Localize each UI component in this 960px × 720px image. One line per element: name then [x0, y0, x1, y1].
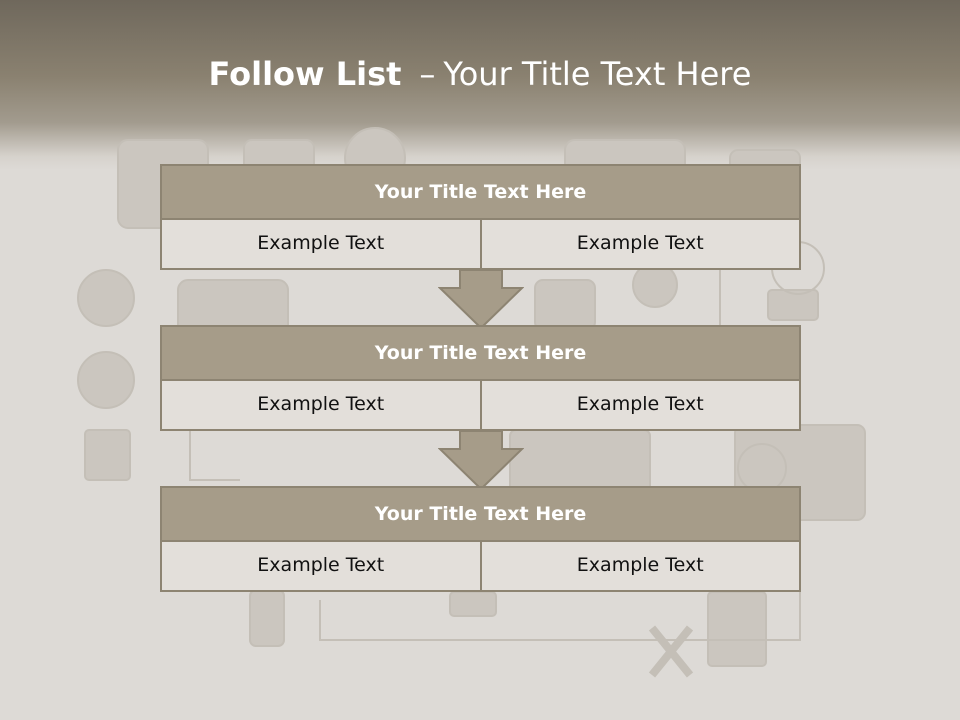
down-arrow-icon — [438, 270, 524, 330]
slide-title: Follow List–Your Title Text Here — [0, 55, 960, 93]
slide-title-bold: Follow List — [208, 55, 402, 93]
block-title: Your Title Text Here — [160, 486, 801, 542]
block-title: Your Title Text Here — [160, 325, 801, 381]
list-block-3: Your Title Text Here Example Text Exampl… — [160, 486, 801, 592]
block-cell-right: Example Text — [481, 220, 801, 270]
down-arrow-icon — [438, 431, 524, 491]
block-row: Example Text Example Text — [160, 220, 801, 270]
slide-title-rest: Your Title Text Here — [443, 55, 752, 93]
block-row: Example Text Example Text — [160, 542, 801, 592]
block-cell-left: Example Text — [160, 220, 482, 270]
slide-title-dash: – — [419, 55, 436, 93]
block-cell-right: Example Text — [481, 381, 801, 431]
block-cell-left: Example Text — [160, 381, 482, 431]
block-row: Example Text Example Text — [160, 381, 801, 431]
list-block-2: Your Title Text Here Example Text Exampl… — [160, 325, 801, 431]
list-block-1: Your Title Text Here Example Text Exampl… — [160, 164, 801, 270]
block-cell-left: Example Text — [160, 542, 482, 592]
block-cell-right: Example Text — [481, 542, 801, 592]
block-title: Your Title Text Here — [160, 164, 801, 220]
